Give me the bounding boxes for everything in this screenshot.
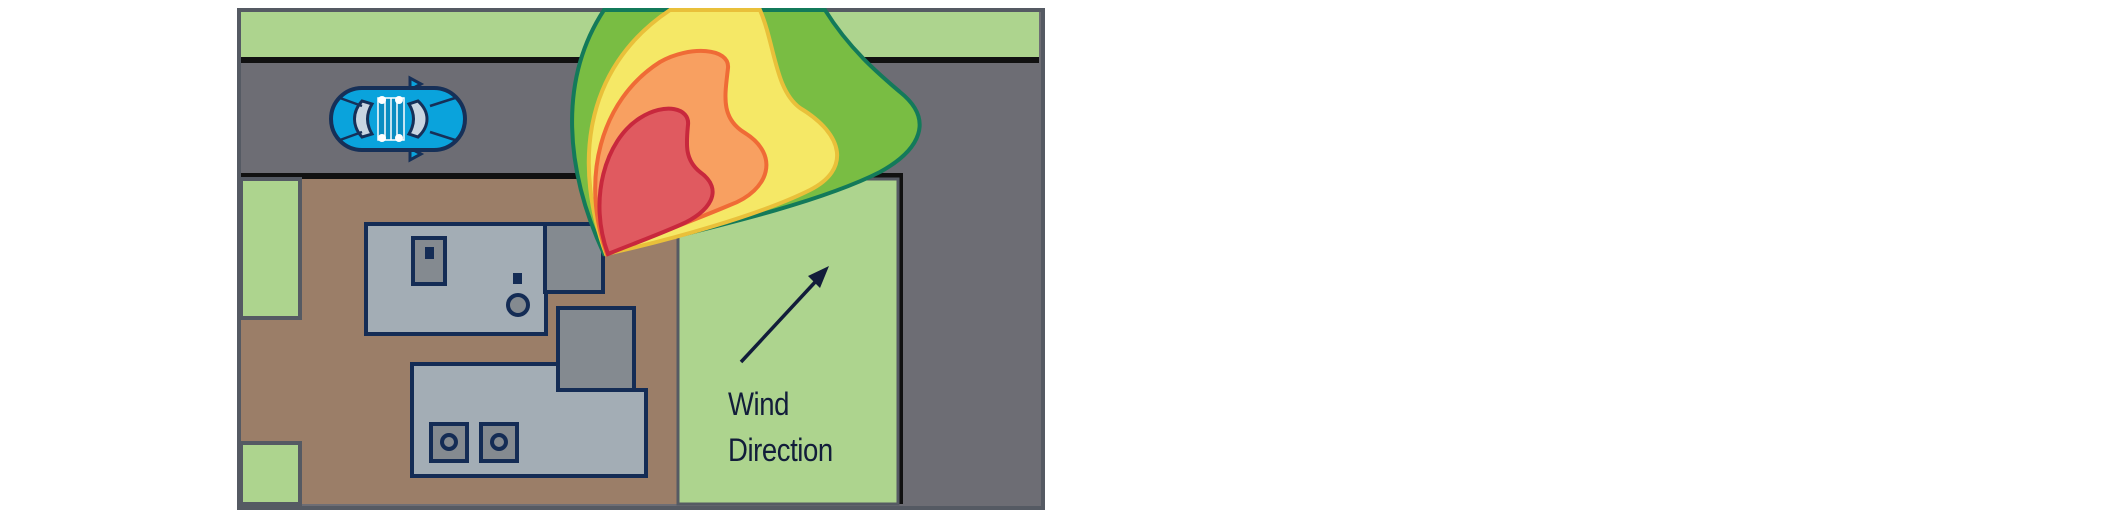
vent-icon-left — [440, 433, 458, 451]
plume-red-zone — [597, 106, 715, 257]
car-front-window — [406, 99, 429, 139]
vent-icon-right — [490, 433, 508, 451]
left-grass-lower — [239, 441, 302, 506]
wind-arrow-icon — [739, 266, 829, 364]
gas-plume — [570, 8, 922, 257]
building-lower-tower — [556, 306, 636, 392]
car-rear-window — [353, 99, 375, 139]
car-icon — [329, 75, 467, 163]
vent-icon — [506, 293, 530, 317]
building-lower — [410, 362, 648, 478]
wind-label-line2: Direction — [728, 432, 833, 468]
chimney-cap — [425, 247, 434, 259]
wind-direction-label: Wind Direction — [728, 381, 833, 473]
right-lawn — [676, 177, 900, 506]
building-upper-annex — [543, 222, 605, 294]
meter-icon — [513, 273, 522, 284]
wind-label-line1: Wind — [728, 386, 789, 422]
chimney-icon — [411, 236, 447, 286]
left-grass-upper — [239, 177, 302, 320]
